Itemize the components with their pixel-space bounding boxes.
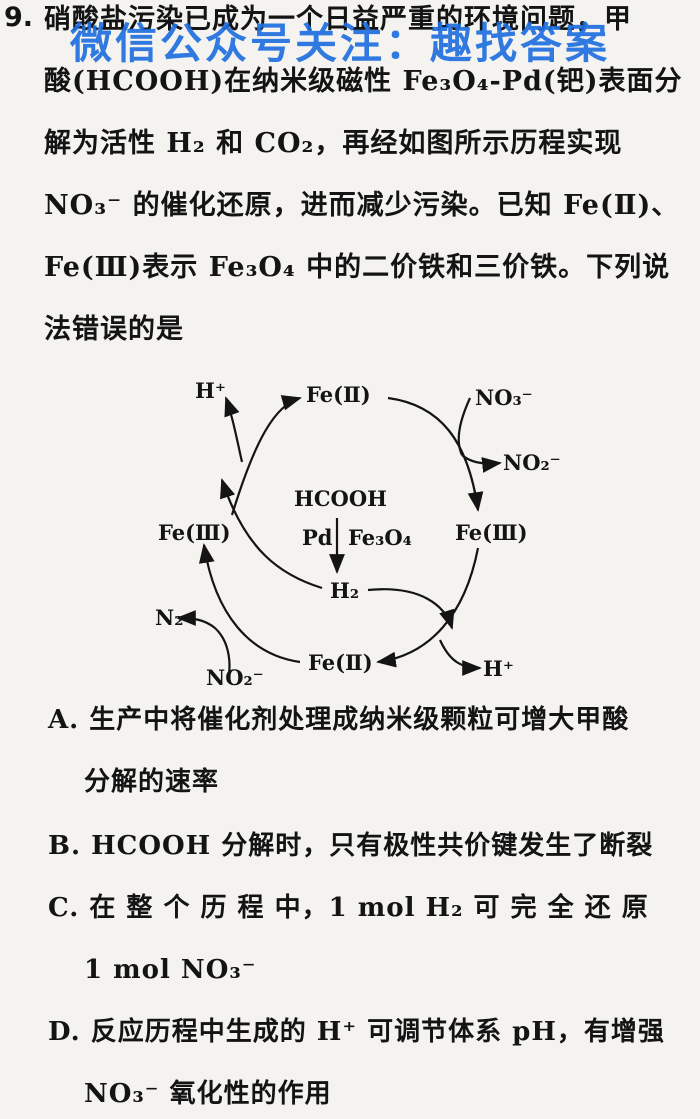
label-h-plus-bottom: H⁺ bbox=[483, 656, 514, 681]
option-a-line-1: A. 生产中将催化剂处理成纳米级颗粒可增大甲酸 bbox=[48, 705, 630, 735]
arrow-fe2-to-fe3-left bbox=[198, 543, 301, 664]
label-no3-top: NO₃⁻ bbox=[475, 385, 533, 410]
arrow-h2-to-right bbox=[367, 588, 455, 630]
label-pd: Pd bbox=[302, 525, 333, 550]
label-fe2-bottom: Fe(Ⅱ) bbox=[308, 650, 373, 675]
option-a-line-2: 分解的速率 bbox=[84, 767, 220, 797]
label-fe3-right: Fe(Ⅲ) bbox=[455, 520, 528, 545]
stem-line-2: 酸(HCOOH)在纳米级磁性 Fe₃O₄-Pd(钯)表面分 bbox=[44, 66, 683, 97]
stem-line-5: Fe(Ⅲ)表示 Fe₃O₄ 中的二价铁和三价铁。下列说 bbox=[44, 252, 671, 283]
stem-line-3: 解为活性 H₂ 和 CO₂，再经如图所示历程实现 bbox=[44, 128, 623, 159]
option-b: B. HCOOH 分解时，只有极性共价键发生了断裂 bbox=[48, 831, 654, 861]
option-c-line-1: C. 在 整 个 历 程 中，1 mol H₂ 可 完 全 还 原 bbox=[48, 893, 649, 923]
label-fe2-top: Fe(Ⅱ) bbox=[306, 382, 371, 407]
arrow-no2-in bbox=[214, 627, 231, 683]
option-d-line-2: NO₃⁻ 氧化性的作用 bbox=[84, 1079, 332, 1109]
label-no2-bottom: NO₂⁻ bbox=[206, 665, 264, 690]
label-n2: N₂ bbox=[155, 605, 183, 630]
arrow-to-h-plus-bottom bbox=[438, 639, 482, 676]
arrow-fe3-to-fe2-bottom bbox=[376, 547, 480, 668]
option-c-line-2: 1 mol NO₃⁻ bbox=[84, 955, 257, 985]
label-h2: H₂ bbox=[330, 578, 359, 603]
watermark: 微信公众号关注：趣找答案 bbox=[70, 19, 611, 68]
reaction-mechanism-diagram: H⁺ Fe(Ⅱ) NO₃⁻ NO₂⁻ Fe(Ⅲ) Fe(Ⅲ) HCOOH Pd … bbox=[155, 378, 561, 690]
question-number: 9. bbox=[4, 2, 34, 33]
arrow-to-h-plus-top bbox=[224, 396, 244, 463]
arrow-fe2-to-fe3-right bbox=[387, 396, 484, 512]
stem-line-4: NO₃⁻ 的催化还原，进而减少污染。已知 Fe(Ⅱ)、 bbox=[44, 190, 680, 221]
arrow-fe3-to-fe2-top bbox=[230, 395, 302, 516]
label-fe3o4: Fe₃O₄ bbox=[348, 525, 412, 550]
label-fe3-left: Fe(Ⅲ) bbox=[158, 520, 231, 545]
stem-line-6: 法错误的是 bbox=[44, 314, 184, 345]
arrow-no3-in bbox=[457, 397, 472, 456]
arrow-n2-out bbox=[176, 610, 216, 629]
arrow-h2-to-fe3-left bbox=[220, 478, 323, 590]
option-d-line-1: D. 反应历程中生成的 H⁺ 可调节体系 pH，有增强 bbox=[48, 1017, 665, 1047]
arrow-no2-out bbox=[461, 454, 502, 473]
label-hcooh: HCOOH bbox=[294, 486, 387, 511]
label-no2-right: NO₂⁻ bbox=[503, 450, 561, 475]
stem-line-1: 硝酸盐污染已成为一个日益严重的环境问题，甲 bbox=[44, 4, 632, 35]
label-h-plus-top: H⁺ bbox=[195, 378, 226, 403]
